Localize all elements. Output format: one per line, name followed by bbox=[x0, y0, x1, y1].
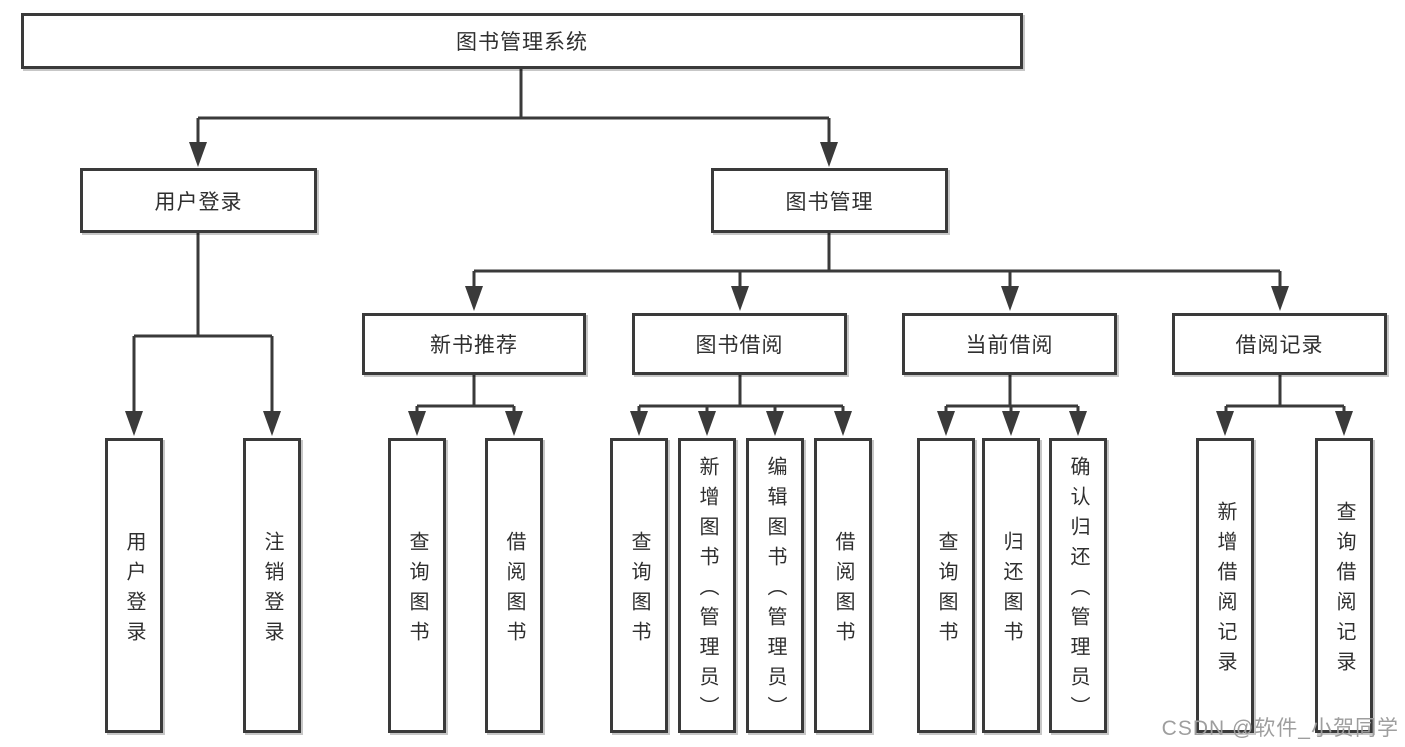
node-label: 用户登录 bbox=[154, 190, 243, 214]
leaf-edit-book-admin: 编辑图书（管理员） bbox=[746, 438, 804, 733]
leaf-logout: 注销登录 bbox=[243, 438, 301, 733]
node-label: 编辑图书（管理员） bbox=[764, 455, 786, 726]
leaf-confirm-return-admin: 确认归还（管理员） bbox=[1049, 438, 1107, 733]
node-label: 图书管理系统 bbox=[456, 31, 588, 54]
node-label: 借阅图书 bbox=[832, 530, 854, 651]
node-label: 归还图书 bbox=[1000, 530, 1022, 651]
leaf-borrow-books-recommend: 借阅图书 bbox=[485, 438, 543, 733]
leaf-query-books-recommend: 查询图书 bbox=[388, 438, 446, 733]
leaf-return-book: 归还图书 bbox=[982, 438, 1040, 733]
node-book-management: 图书管理 bbox=[711, 168, 948, 233]
leaf-query-books-borrow: 查询图书 bbox=[610, 438, 668, 733]
node-label: 当前借阅 bbox=[965, 334, 1054, 357]
node-label: 确认归还（管理员） bbox=[1067, 455, 1089, 726]
node-label: 查询图书 bbox=[628, 530, 650, 651]
watermark: CSDN @软件_小贺同学 bbox=[1161, 717, 1399, 740]
node-label: 新增借阅记录 bbox=[1214, 500, 1236, 681]
node-label: 查询图书 bbox=[406, 530, 428, 651]
leaf-borrow-books: 借阅图书 bbox=[814, 438, 872, 733]
leaf-query-books-current: 查询图书 bbox=[917, 438, 975, 733]
node-label: 查询图书 bbox=[935, 530, 957, 651]
node-borrow-records: 借阅记录 bbox=[1172, 313, 1387, 375]
leaf-add-borrow-record: 新增借阅记录 bbox=[1196, 438, 1254, 733]
leaf-add-book-admin: 新增图书（管理员） bbox=[678, 438, 736, 733]
node-label: 查询借阅记录 bbox=[1333, 500, 1355, 681]
node-root: 图书管理系统 bbox=[21, 13, 1023, 69]
node-new-book-recommend: 新书推荐 bbox=[362, 313, 586, 375]
node-user-login: 用户登录 bbox=[80, 168, 317, 233]
node-label: 图书管理 bbox=[785, 190, 874, 214]
node-label: 新增图书（管理员） bbox=[696, 455, 718, 726]
node-book-borrow: 图书借阅 bbox=[632, 313, 847, 375]
leaf-query-borrow-record: 查询借阅记录 bbox=[1315, 438, 1373, 733]
leaf-user-login: 用户登录 bbox=[105, 438, 163, 733]
arrowheads bbox=[125, 142, 1353, 436]
node-current-borrow: 当前借阅 bbox=[902, 313, 1117, 375]
node-label: 借阅图书 bbox=[503, 530, 525, 651]
node-label: 用户登录 bbox=[123, 530, 145, 651]
node-label: 新书推荐 bbox=[430, 334, 518, 357]
node-label: 图书借阅 bbox=[695, 334, 784, 357]
node-label: 借阅记录 bbox=[1235, 334, 1324, 357]
node-label: 注销登录 bbox=[261, 530, 283, 651]
